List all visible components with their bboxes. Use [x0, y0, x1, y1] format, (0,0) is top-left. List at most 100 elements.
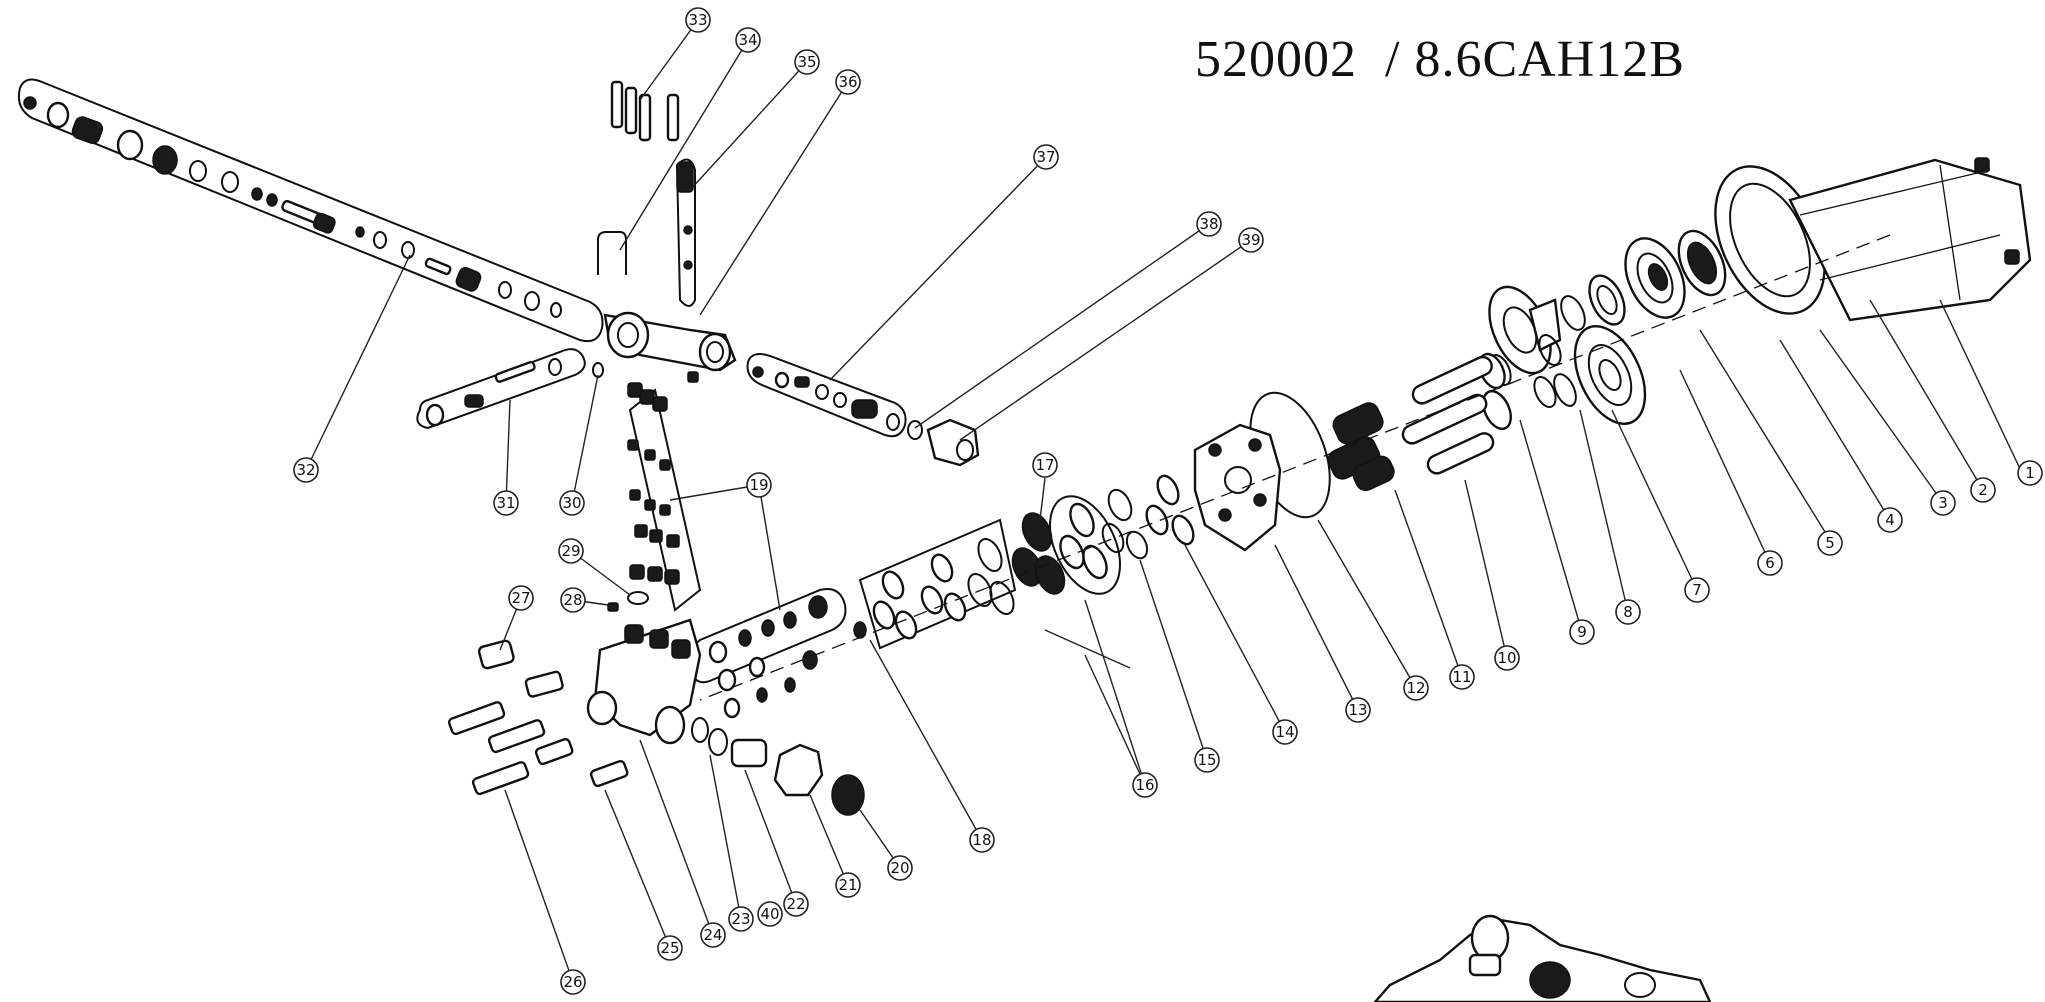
callout-11: 11: [1449, 664, 1475, 690]
callout-15-label: 15: [1197, 751, 1216, 769]
outlet-block-36: [603, 311, 737, 372]
callout-2-label: 2: [1978, 481, 1988, 499]
callout-5-label: 5: [1825, 534, 1835, 552]
ring-5: [1588, 274, 1626, 326]
callout-17-label: 17: [1035, 456, 1054, 474]
callout-5: 5: [1817, 530, 1843, 556]
callout-15: 15: [1194, 747, 1220, 773]
callout-20: 20: [887, 855, 913, 881]
callout-36: 36: [835, 69, 861, 95]
assembled-pump-preview: [1373, 914, 1712, 1002]
unloader-kit-32: [17, 78, 604, 343]
callout-37: 37: [1033, 144, 1059, 170]
screws-33: [610, 80, 680, 142]
callout-7-label: 7: [1692, 581, 1702, 599]
callout-9: 9: [1569, 619, 1595, 645]
fitting-27: [477, 639, 515, 670]
callout-19: 19: [746, 472, 772, 498]
crankcase-housing: [1714, 157, 2032, 322]
wobble-plate-7: [1573, 324, 1647, 426]
callout-26: 26: [560, 969, 586, 995]
callout-36-label: 36: [838, 73, 857, 91]
callout-18: 18: [969, 827, 995, 853]
o-ring-6: [1560, 295, 1586, 331]
callout-39: 39: [1238, 227, 1264, 253]
callout-14: 14: [1272, 719, 1298, 745]
callout-28: 28: [560, 587, 586, 613]
springs-11: [1327, 402, 1395, 492]
callout-32: 32: [293, 457, 319, 483]
seal-housing-13: [1193, 423, 1282, 552]
callout-1: 1: [2017, 460, 2043, 486]
callout-28-label: 28: [563, 591, 582, 609]
callout-14-label: 14: [1275, 723, 1294, 741]
bearing: [1624, 237, 1686, 319]
seal-kit-panel: [858, 518, 1017, 650]
callout-22-label: 22: [786, 895, 805, 913]
callout-34: 34: [735, 27, 761, 53]
callout-4: 4: [1877, 507, 1903, 533]
callout-6-label: 6: [1765, 554, 1775, 572]
callout-12: 12: [1403, 675, 1429, 701]
callout-21-label: 21: [838, 876, 857, 894]
kit-37: [746, 353, 907, 438]
callout-35: 35: [794, 49, 820, 75]
callout-7: 7: [1684, 577, 1710, 603]
callout-38-label: 38: [1199, 215, 1218, 233]
callout-31-label: 31: [496, 494, 515, 512]
callout-34-label: 34: [738, 31, 757, 49]
callout-40-label: 40: [760, 905, 779, 923]
callout-30-label: 30: [562, 494, 581, 512]
plungers-10: [1401, 355, 1495, 475]
bolts-25-26: [447, 670, 629, 796]
diagram-title: 520002 / 8.6CAH12B: [1195, 31, 1685, 88]
callout-25: 25: [657, 935, 683, 961]
callout-23-label: 23: [731, 910, 750, 928]
callout-33: 33: [685, 7, 711, 33]
callout-32-label: 32: [296, 461, 315, 479]
callout-13: 13: [1345, 697, 1371, 723]
seal-kit-16-17: [1011, 495, 1121, 595]
callout-8: 8: [1615, 599, 1641, 625]
callout-21: 21: [835, 872, 861, 898]
callout-31: 31: [493, 490, 519, 516]
small-parts-28-29: [607, 591, 649, 612]
callout-38: 38: [1196, 211, 1222, 237]
callout-10: 10: [1494, 645, 1520, 671]
callout-30: 30: [559, 490, 585, 516]
callout-1-label: 1: [2025, 464, 2035, 482]
kit-31: [416, 348, 586, 430]
callout-6: 6: [1757, 550, 1783, 576]
callout-12-label: 12: [1406, 679, 1425, 697]
callout-18-label: 18: [972, 831, 991, 849]
callout-4-label: 4: [1885, 511, 1895, 529]
small-part-30: [592, 362, 699, 383]
leader-lines: [305, 19, 2023, 983]
callout-40: 40: [757, 901, 783, 927]
callout-2: 2: [1970, 477, 1996, 503]
inlet-fittings-20-23: [691, 717, 865, 816]
callout-39-label: 39: [1241, 231, 1260, 249]
callout-17: 17: [1032, 452, 1058, 478]
callout-29: 29: [558, 538, 584, 564]
callout-22: 22: [783, 891, 809, 917]
callout-3-label: 3: [1938, 494, 1948, 512]
callout-16: 16: [1132, 772, 1158, 798]
callout-3: 3: [1930, 490, 1956, 516]
callout-35-label: 35: [797, 53, 816, 71]
callout-23: 23: [728, 906, 754, 932]
callout-24-label: 24: [703, 926, 722, 944]
callout-19-label: 19: [749, 476, 768, 494]
callout-24: 24: [700, 922, 726, 948]
callout-16-label: 16: [1135, 776, 1154, 794]
valve-assembly-19: [627, 382, 847, 684]
callout-8-label: 8: [1623, 603, 1633, 621]
manifold-pipes-left: [717, 621, 867, 719]
oil-seal-ring: [1677, 229, 1727, 297]
callout-11-label: 11: [1452, 668, 1471, 686]
callout-10-label: 10: [1497, 649, 1516, 667]
callout-13-label: 13: [1348, 701, 1367, 719]
callout-26-label: 26: [563, 973, 582, 991]
clip-34: [597, 231, 627, 275]
